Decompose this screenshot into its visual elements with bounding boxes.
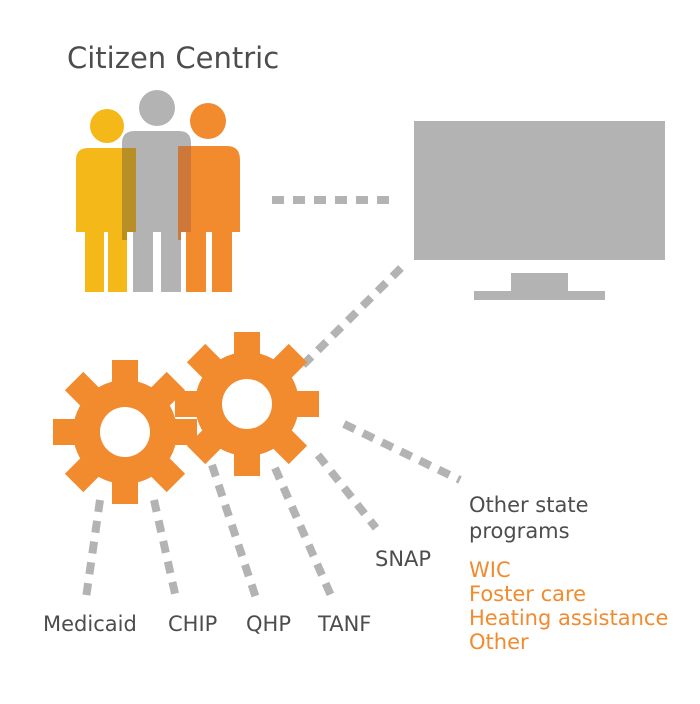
- connector-chip: [150, 499, 180, 599]
- extra-program-item: WIC: [469, 558, 511, 582]
- extra-programs-list: WIC Foster care Heating assistance Other: [469, 558, 668, 654]
- label-chip: CHIP: [168, 612, 218, 636]
- connector-other-state: [342, 420, 462, 484]
- person-icon-gray: [122, 90, 191, 292]
- extra-program-item: Other: [469, 630, 529, 654]
- connector-snap: [314, 452, 380, 531]
- other-state-programs-label: Other state programs: [469, 492, 589, 544]
- gear-icon-right: [175, 332, 319, 476]
- connector-medicaid: [82, 499, 104, 599]
- page-title: Citizen Centric: [67, 41, 280, 75]
- label-qhp: QHP: [246, 612, 291, 636]
- monitor-icon: [414, 121, 665, 300]
- gear-icon-left: [53, 360, 197, 504]
- label-medicaid: Medicaid: [43, 612, 137, 636]
- person-icon-orange: [178, 103, 240, 292]
- label-snap: SNAP: [375, 547, 432, 571]
- people-group: [76, 90, 240, 292]
- connector-monitor-gears: [297, 265, 404, 371]
- person-icon-yellow: [76, 109, 136, 292]
- connector-qhp: [208, 463, 260, 600]
- other-state-line1: Other state: [469, 493, 589, 517]
- connector-tanf: [271, 466, 336, 600]
- program-connectors: [82, 420, 462, 600]
- other-state-line2: programs: [469, 519, 570, 543]
- label-tanf: TANF: [318, 612, 372, 636]
- extra-program-item: Foster care: [469, 582, 587, 606]
- extra-program-item: Heating assistance: [469, 606, 669, 630]
